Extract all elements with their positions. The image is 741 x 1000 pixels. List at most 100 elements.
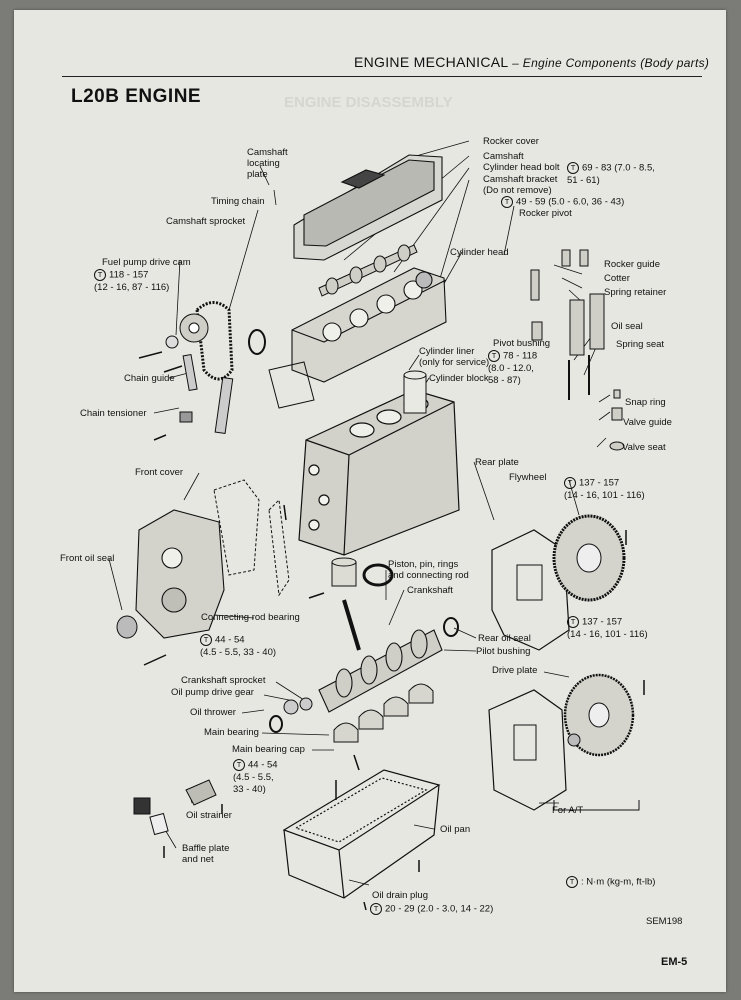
label-spring-retainer: Spring retainer: [604, 287, 667, 298]
torque-icon: T: [488, 350, 500, 362]
section-header: ENGINE MECHANICAL – Engine Components (B…: [354, 54, 709, 70]
leader-line: [543, 671, 570, 678]
leader-line: [473, 461, 495, 521]
leader-line: [553, 264, 583, 275]
label-oil-pan: Oil pan: [440, 824, 471, 835]
cylinder-head: [291, 267, 447, 383]
valve-train: [530, 249, 625, 451]
side-gasket: [268, 498, 290, 597]
label-valve-seat: Valve seat: [622, 442, 666, 453]
page-title: L20B ENGINE: [71, 86, 202, 107]
label-chain-tensioner: Chain tensioner: [80, 408, 147, 419]
label-rear-plate: Rear plate: [475, 457, 519, 468]
label-pivot-bushing: Pivot bushing: [493, 338, 551, 349]
leader-line: [413, 824, 435, 830]
figure-code: SEM198: [646, 916, 683, 927]
label-camshaft-locating-plate: Camshaft locating plate: [247, 147, 288, 180]
spec-value: 78 - 118 (8.0 - 12.0, 58 - 87): [488, 350, 538, 386]
rear-oil-seal: [443, 617, 459, 637]
spec-value: 137 - 157 (14 - 16, 101 - 116): [564, 477, 645, 501]
leader-line: [348, 879, 370, 886]
header-rule: [62, 76, 702, 77]
spec-value: 44 - 54 (4.5 - 5.5, 33 - 40): [200, 634, 277, 658]
leader-line: [273, 189, 277, 206]
chain-tensioner: [179, 411, 193, 423]
label-camshaft: Camshaft: [483, 151, 524, 162]
label-rocker-cover: Rocker cover: [483, 136, 539, 147]
label-cylinder-head: Cylinder head: [450, 247, 509, 258]
leader-line: [263, 694, 290, 701]
label-oil-drain-plug: Oil drain plug: [372, 890, 428, 901]
leader-line: [598, 394, 611, 403]
connecting-rod: [342, 599, 361, 651]
leader-line: [408, 354, 420, 371]
torque-icon: T: [233, 759, 245, 771]
torque-icon: T: [567, 616, 579, 628]
leader-line: [108, 558, 123, 611]
label-rocker-guide: Rocker guide: [604, 259, 660, 270]
label-chain-guide: Chain guide: [124, 373, 175, 384]
label-front-oil-seal: Front oil seal: [60, 553, 115, 564]
leader-line: [261, 732, 330, 736]
rear-plate: [491, 529, 570, 651]
label-connecting-rod-bearing: Connecting rod bearing: [201, 612, 300, 623]
label-rear-oil-seal: Rear oil seal: [478, 633, 531, 644]
legend-text: : N·m (kg-m, ft-lb): [581, 876, 656, 888]
label-snap-ring: Snap ring: [625, 397, 666, 408]
leader-line: [598, 411, 611, 421]
torque-icon: T: [94, 269, 106, 281]
spec-value: 69 - 83 (7.0 - 8.5, 51 - 61): [567, 162, 655, 186]
torque-icon: T: [200, 634, 212, 646]
leader-line: [596, 437, 607, 448]
subsection-name: – Engine Components (Body parts): [512, 56, 710, 70]
cylinder-liner: [403, 370, 427, 414]
label-rocker-pivot: Rocker pivot: [519, 208, 572, 219]
label-piston-assembly: Piston, pin, rings and connecting rod: [388, 559, 469, 581]
leader-line: [388, 589, 405, 626]
spec-value: 20 - 29 (2.0 - 3.0, 14 - 22): [385, 903, 494, 915]
label-cotter: Cotter: [604, 273, 630, 284]
torque-icon: T: [566, 876, 578, 888]
drive-plate-cover: [488, 689, 567, 811]
label-baffle-plate: Baffle plate and net: [182, 843, 230, 865]
leader-line: [275, 681, 305, 701]
front-cover: [135, 509, 225, 639]
label-spring-seat: Spring seat: [616, 339, 665, 350]
label-main-bearing: Main bearing: [204, 727, 259, 738]
label-for-at: For A/T: [552, 805, 584, 816]
leader-line: [503, 205, 515, 256]
exploded-engine-diagram: [108, 140, 645, 911]
front-oil-seal: [116, 615, 138, 639]
gasket: [268, 361, 315, 409]
label-cylinder-head-bolt: Cylinder head bolt: [483, 162, 560, 173]
spec-value: 137 - 157 (14 - 16, 101 - 116): [567, 616, 648, 640]
oil-pan: [282, 769, 441, 899]
label-front-cover: Front cover: [135, 467, 184, 478]
chain-guide-2: [214, 377, 234, 434]
label-oil-seal: Oil seal: [611, 321, 643, 332]
front-cover-gasket: [213, 479, 260, 576]
label-camshaft-bracket: Camshaft bracket (Do not remove): [483, 174, 558, 196]
rocker-cover: [293, 154, 443, 261]
label-cylinder-liner: Cylinder liner (only for service): [419, 346, 490, 368]
torque-icon: T: [501, 196, 513, 208]
leader-line: [241, 709, 265, 714]
label-oil-pump-drive-gear: Oil pump drive gear: [171, 687, 254, 698]
spec-value: 118 - 157 (12 - 16, 87 - 116): [94, 269, 170, 293]
label-oil-strainer: Oil strainer: [186, 810, 232, 821]
timing-chain: [195, 301, 234, 381]
rear-plate-cutout: [516, 564, 543, 601]
label-main-bearing-cap: Main bearing cap: [232, 744, 305, 755]
label-flywheel: Flywheel: [509, 472, 547, 483]
label-valve-guide: Valve guide: [623, 417, 672, 428]
camshaft: [318, 244, 418, 297]
leader-line: [259, 165, 270, 186]
torque-legend: T: N·m (kg-m, ft-lb): [566, 876, 655, 889]
crank-sprocket-set: [269, 697, 313, 733]
page-number: EM-5: [661, 956, 688, 968]
